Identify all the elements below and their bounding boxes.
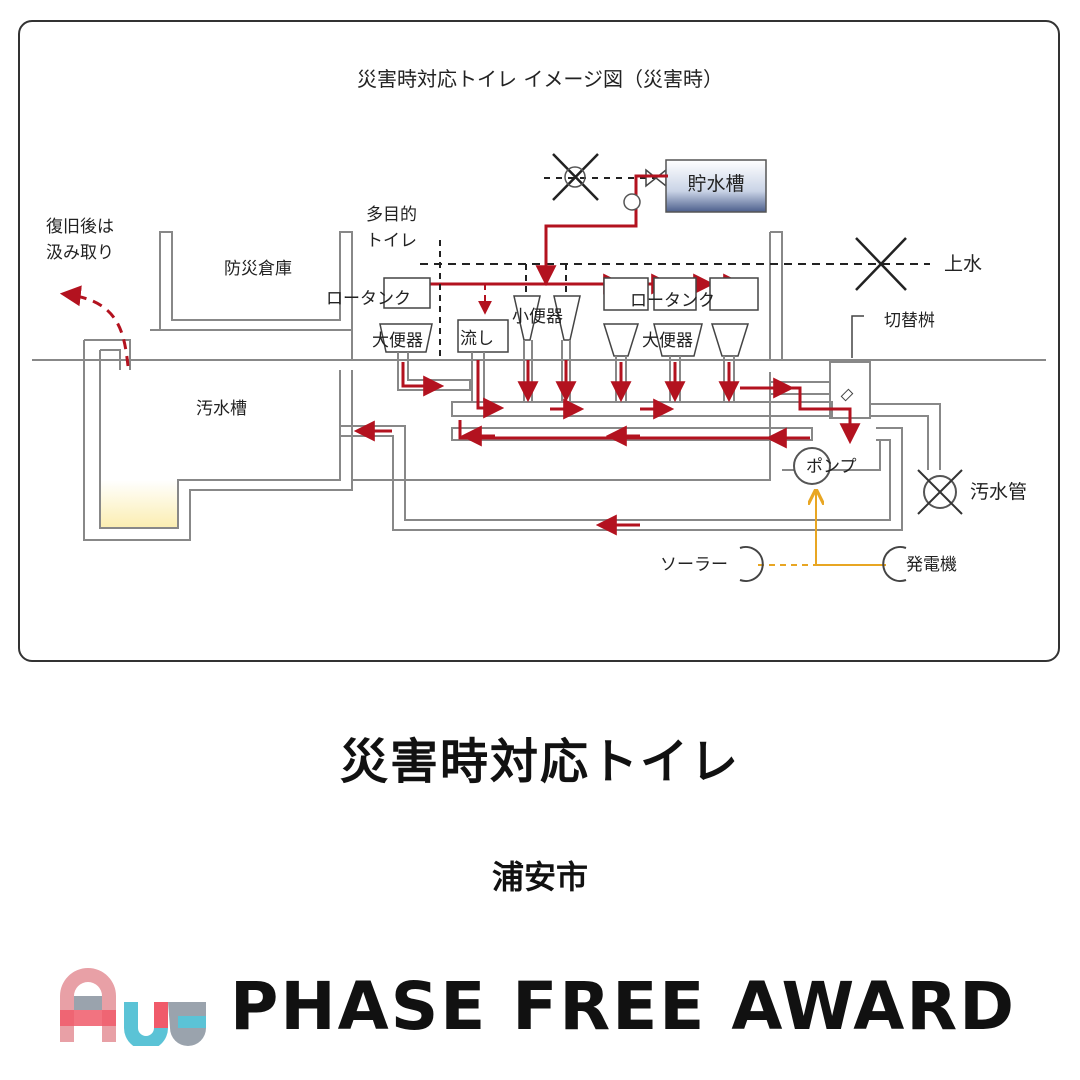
generator-icon — [882, 546, 907, 582]
water-tank-label: 貯水槽 — [687, 173, 744, 195]
award-brand-name: PHASE FREE AWARD — [230, 968, 1016, 1045]
valve-icon — [645, 168, 667, 188]
sink — [457, 319, 509, 353]
toilet-bowls — [379, 323, 750, 357]
low-tank-left-label: ロータンク — [326, 289, 411, 309]
organization-name: 浦安市 — [491, 858, 588, 896]
after-recovery-label-2: 汲み取り — [46, 243, 114, 263]
water-supply-cut-icon — [855, 237, 907, 291]
phase-free-logo-icon — [60, 968, 206, 1046]
recovery-arrow — [59, 285, 130, 367]
urinal-label: 小便器 — [512, 307, 563, 327]
switch-gate-icon — [840, 388, 854, 402]
source-cut-icon — [552, 153, 599, 201]
sewer-pipe-valve — [917, 469, 963, 515]
water-tank — [665, 159, 767, 213]
multipurpose-toilet-label-1: 多目的 — [366, 205, 417, 225]
urinals — [513, 295, 581, 341]
pump-meter-icon — [623, 193, 641, 211]
solar-icon — [739, 546, 764, 582]
sink-label: 流し — [460, 329, 494, 349]
source-meter-icon — [564, 166, 586, 188]
pump-label: ポンプ — [806, 457, 857, 477]
toilet-left-label: 大便器 — [372, 331, 423, 351]
page-title: 災害時対応トイレ — [339, 734, 740, 790]
switching-basin-pointer — [851, 315, 864, 358]
after-recovery-label-1: 復旧後は — [46, 217, 114, 237]
generator-label: 発電機 — [906, 555, 957, 575]
award-footer: PHASE FREE AWARD — [58, 962, 1038, 1052]
sewer-pipe-label: 汚水管 — [970, 481, 1027, 503]
switching-basin-label: 切替桝 — [884, 311, 935, 331]
solar-label: ソーラー — [660, 555, 728, 575]
low-tanks — [383, 277, 759, 311]
pump-icon — [793, 447, 831, 485]
toilet-system-diagram: 災害時対応トイレ イメージ図（災害時） 汚水管 — [32, 67, 1046, 582]
sewage-tank — [83, 339, 353, 541]
disaster-storage-structure — [150, 231, 783, 360]
sewage-tank-label: 汚水槽 — [196, 399, 247, 419]
diagram-title: 災害時対応トイレ イメージ図（災害時） — [357, 67, 723, 91]
drain-flow — [353, 360, 861, 536]
fixture-feeds — [478, 264, 567, 315]
water-supply-label: 上水 — [944, 253, 982, 275]
low-tank-right-label: ロータンク — [630, 291, 715, 311]
toilet-right-label: 大便器 — [642, 331, 693, 351]
disaster-storage-label: 防災倉庫 — [224, 259, 292, 279]
power-flow — [758, 492, 886, 566]
multipurpose-toilet-label-2: トイレ — [366, 231, 417, 251]
